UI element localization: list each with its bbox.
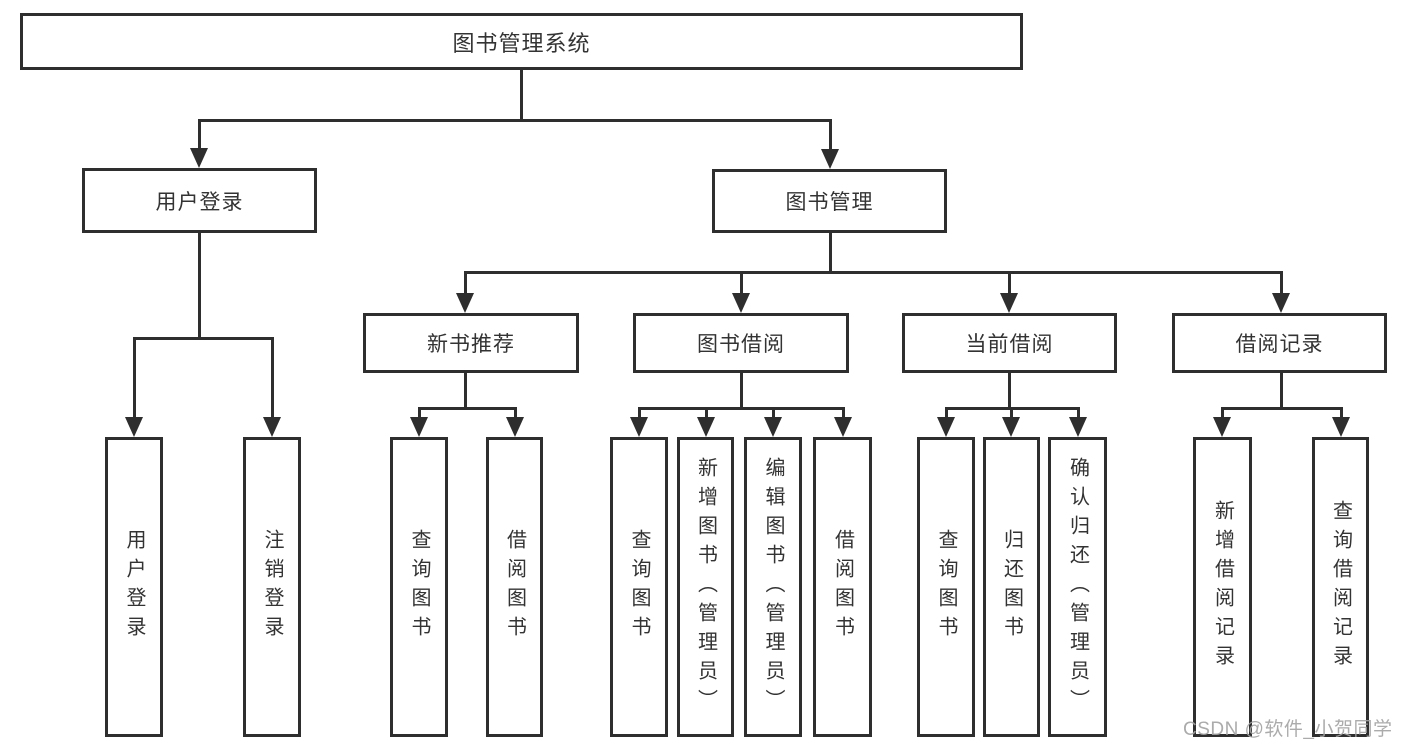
connector-line xyxy=(463,373,467,408)
connector-line xyxy=(739,272,743,293)
leaf-borrow-books-borrowing: 借阅图书 xyxy=(813,437,872,737)
arrowhead-down-icon xyxy=(1000,293,1018,313)
arrowhead-down-icon xyxy=(1332,417,1350,437)
arrowhead-down-icon xyxy=(821,149,839,169)
connector-line xyxy=(1339,408,1343,417)
node-label: 查询图书 xyxy=(628,529,650,645)
node-label: 查询图书 xyxy=(935,529,957,645)
arrowhead-down-icon xyxy=(937,417,955,437)
node-label: 归还图书 xyxy=(1000,529,1023,645)
node-label: 用户登录 xyxy=(123,529,145,645)
connector-line xyxy=(132,338,136,417)
connector-line xyxy=(1279,272,1283,293)
leaf-add-borrow-record: 新增借阅记录 xyxy=(1193,437,1252,737)
arrowhead-down-icon xyxy=(697,417,715,437)
node-label: 查询图书 xyxy=(408,529,430,645)
connector-line xyxy=(1007,272,1011,293)
node-new-book-recommendation: 新书推荐 xyxy=(363,313,579,373)
connector-line xyxy=(704,408,708,417)
connector-line xyxy=(944,408,948,417)
connector-line xyxy=(1009,408,1013,417)
leaf-logout: 注销登录 xyxy=(243,437,301,737)
connector-line xyxy=(417,406,517,410)
connector-line xyxy=(771,408,775,417)
node-borrowing-records: 借阅记录 xyxy=(1172,313,1387,373)
arrowhead-down-icon xyxy=(764,417,782,437)
arrowhead-down-icon xyxy=(410,417,428,437)
arrowhead-down-icon xyxy=(456,293,474,313)
connector-line xyxy=(637,406,845,410)
node-label: 借阅图书 xyxy=(503,529,526,645)
leaf-add-books-admin: 新增图书（管理员） xyxy=(677,437,734,737)
arrowhead-down-icon xyxy=(125,417,143,437)
leaf-query-borrow-record: 查询借阅记录 xyxy=(1312,437,1369,737)
node-library-management-system: 图书管理系统 xyxy=(20,13,1023,70)
connector-line xyxy=(1279,373,1283,408)
connector-line xyxy=(739,373,743,408)
arrowhead-down-icon xyxy=(1002,417,1020,437)
arrowhead-down-icon xyxy=(834,417,852,437)
connector-line xyxy=(513,408,517,417)
leaf-borrow-books-recommend: 借阅图书 xyxy=(486,437,543,737)
node-label: 借阅图书 xyxy=(831,529,854,645)
leaf-query-books-current: 查询图书 xyxy=(917,437,975,737)
connector-line xyxy=(417,408,421,417)
connector-line xyxy=(270,338,274,417)
csdn-watermark: CSDN @软件_小贺同学 xyxy=(1183,719,1393,740)
arrowhead-down-icon xyxy=(630,417,648,437)
connector-line xyxy=(463,270,1283,274)
node-label: 当前借阅 xyxy=(965,333,1054,356)
node-label: 查询借阅记录 xyxy=(1329,500,1352,674)
node-label: 用户登录 xyxy=(155,190,244,214)
connector-line xyxy=(828,233,832,272)
connector-line xyxy=(197,118,832,122)
node-label: 新书推荐 xyxy=(427,333,515,356)
node-book-management: 图书管理 xyxy=(712,169,947,233)
connector-line xyxy=(519,68,523,120)
node-label: 注销登录 xyxy=(261,529,283,645)
arrowhead-down-icon xyxy=(1272,293,1290,313)
node-label: 借阅记录 xyxy=(1235,333,1324,356)
arrowhead-down-icon xyxy=(190,148,208,168)
leaf-query-books-borrowing: 查询图书 xyxy=(610,437,668,737)
node-label: 图书管理系统 xyxy=(452,30,591,56)
node-label: 确认归还（管理员） xyxy=(1066,456,1089,718)
arrowhead-down-icon xyxy=(1213,417,1231,437)
connector-line xyxy=(463,272,467,293)
connector-line xyxy=(197,233,201,338)
node-book-borrowing: 图书借阅 xyxy=(633,313,849,373)
connector-line xyxy=(1007,373,1011,408)
node-label: 新增借阅记录 xyxy=(1211,500,1234,674)
node-label: 图书借阅 xyxy=(697,333,785,356)
connector-line xyxy=(1220,408,1224,417)
connector-line xyxy=(637,408,641,417)
arrowhead-down-icon xyxy=(506,417,524,437)
leaf-return-books: 归还图书 xyxy=(983,437,1040,737)
node-label: 图书管理 xyxy=(785,191,874,214)
connector-line xyxy=(828,120,832,149)
leaf-edit-books-admin: 编辑图书（管理员） xyxy=(744,437,802,737)
connector-line xyxy=(197,120,201,148)
connector-line xyxy=(1220,406,1343,410)
connector-line xyxy=(841,408,845,417)
arrowhead-down-icon xyxy=(732,293,750,313)
leaf-query-books-recommend: 查询图书 xyxy=(390,437,448,737)
node-current-borrowing: 当前借阅 xyxy=(902,313,1117,373)
leaf-user-login: 用户登录 xyxy=(105,437,163,737)
arrowhead-down-icon xyxy=(263,417,281,437)
connector-line xyxy=(1076,408,1080,417)
arrowhead-down-icon xyxy=(1069,417,1087,437)
connector-line xyxy=(132,336,274,340)
node-label: 编辑图书（管理员） xyxy=(762,456,784,718)
node-user-login: 用户登录 xyxy=(82,168,317,233)
node-label: 新增图书（管理员） xyxy=(694,456,717,718)
leaf-confirm-return-admin: 确认归还（管理员） xyxy=(1048,437,1107,737)
